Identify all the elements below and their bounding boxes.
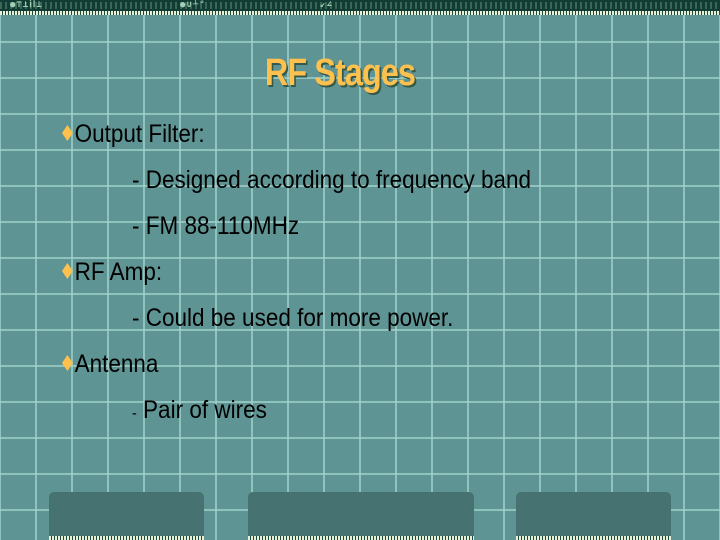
diamond-bullet-icon — [62, 355, 73, 371]
header-tick-strip — [0, 11, 720, 15]
sub-item-text: Pair of wires — [143, 396, 267, 424]
footer-tick-strip — [248, 536, 474, 540]
slide-title: RF Stages — [264, 52, 416, 94]
bullet-label: RF Amp: — [74, 258, 163, 286]
sub-item: - FM 88-110MHz — [132, 212, 300, 240]
diamond-bullet-icon — [62, 125, 73, 141]
header-decor-label: ●⊤⊥ⅰⅠ⊥ — [10, 0, 43, 10]
sub-item: - Could be used for more power. — [132, 304, 454, 332]
header-decor-label: ↙∠ — [320, 0, 333, 10]
footer-tick-strip — [516, 536, 671, 540]
diamond-bullet-icon — [62, 263, 73, 279]
bullet-item: Antenna — [62, 350, 158, 379]
footer-panel-left — [49, 492, 204, 540]
header-circuit-bar: ●⊤⊥ⅰⅠ⊥ ●∪┴° ↙∠ — [0, 0, 720, 11]
sub-item: - Designed according to frequency band — [132, 166, 532, 194]
footer-tick-strip — [49, 536, 204, 540]
sub-item-dash: - — [132, 405, 137, 422]
bullet-label: Antenna — [74, 350, 159, 378]
circuit-pattern — [0, 2, 720, 9]
bullet-item: Output Filter: — [62, 120, 205, 149]
bullet-item: RF Amp: — [62, 258, 162, 287]
footer-panel-right — [516, 492, 671, 540]
bullet-label: Output Filter: — [74, 120, 205, 148]
footer-panel-center — [248, 492, 474, 540]
sub-item: - Pair of wires — [132, 396, 267, 425]
header-decor-label: ●∪┴° — [180, 0, 206, 10]
